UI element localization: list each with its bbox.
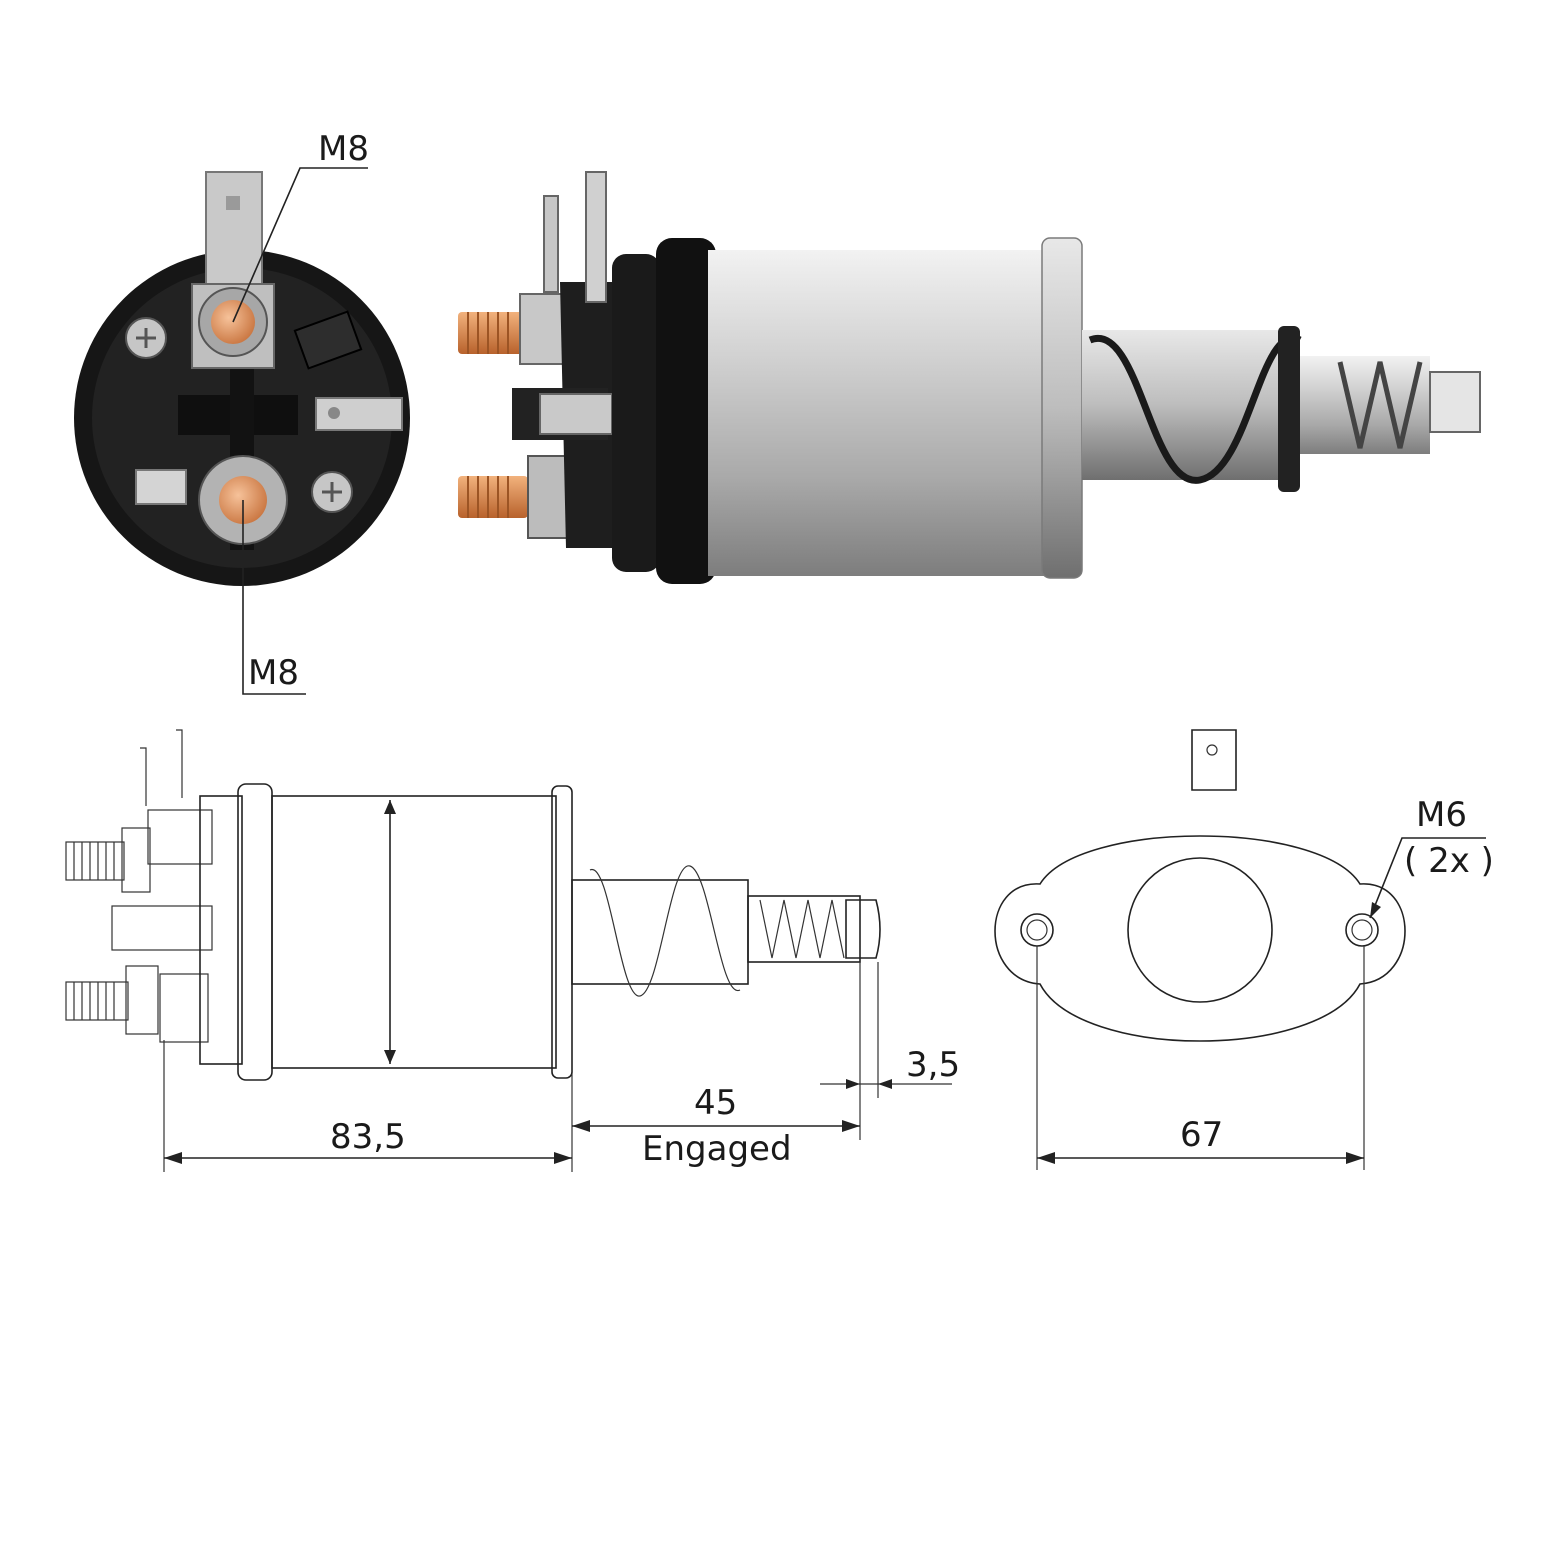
plunger-gap-label: 3,5 xyxy=(906,1045,960,1085)
upper-bolt-outline xyxy=(65,841,125,881)
stroke-length-label: 45 xyxy=(694,1083,737,1123)
solenoid-housing xyxy=(708,250,1048,576)
flange-thread-label: M6 xyxy=(1416,795,1467,835)
flange-thread-count-label: ( 2x ) xyxy=(1404,841,1494,881)
body-length-label: 83,5 xyxy=(330,1117,406,1157)
housing-outline xyxy=(271,795,557,1069)
plunger-eye-outline xyxy=(845,899,881,959)
plunger-eye xyxy=(1429,371,1481,433)
center-bore xyxy=(1127,857,1273,1003)
lower-copper-bolt xyxy=(458,476,528,518)
upper-copper-bolt xyxy=(458,312,528,354)
spade-terminal xyxy=(205,171,263,303)
spring-outline xyxy=(589,865,741,997)
mount-hole-right xyxy=(1345,913,1379,947)
bottom-thread-label: M8 xyxy=(248,653,299,693)
housing-end-ring xyxy=(1041,237,1083,579)
mount-hole-left xyxy=(1020,913,1054,947)
plunger-outline xyxy=(571,879,749,985)
flange-line-drawing: M6 ( 2x ) 67 xyxy=(994,729,1494,1170)
base-outline xyxy=(199,795,243,1065)
flange-outline xyxy=(237,783,273,1081)
flange-outline xyxy=(994,835,1406,1042)
mounting-flange xyxy=(656,238,716,584)
bakelite-ring xyxy=(612,254,660,572)
top-thread-label: M8 xyxy=(318,129,369,169)
lower-bolt-outline xyxy=(65,981,129,1021)
side-spade-terminal xyxy=(539,393,613,435)
hole-spacing-label: 67 xyxy=(1180,1115,1223,1155)
return-spring xyxy=(1088,334,1302,484)
side-view-photo xyxy=(458,171,1481,584)
stroke-state-label: Engaged xyxy=(642,1129,792,1169)
end-view-photo: M8 M8 xyxy=(74,129,410,695)
side-line-drawing: 83,5 45 Engaged 3,5 xyxy=(65,729,960,1172)
